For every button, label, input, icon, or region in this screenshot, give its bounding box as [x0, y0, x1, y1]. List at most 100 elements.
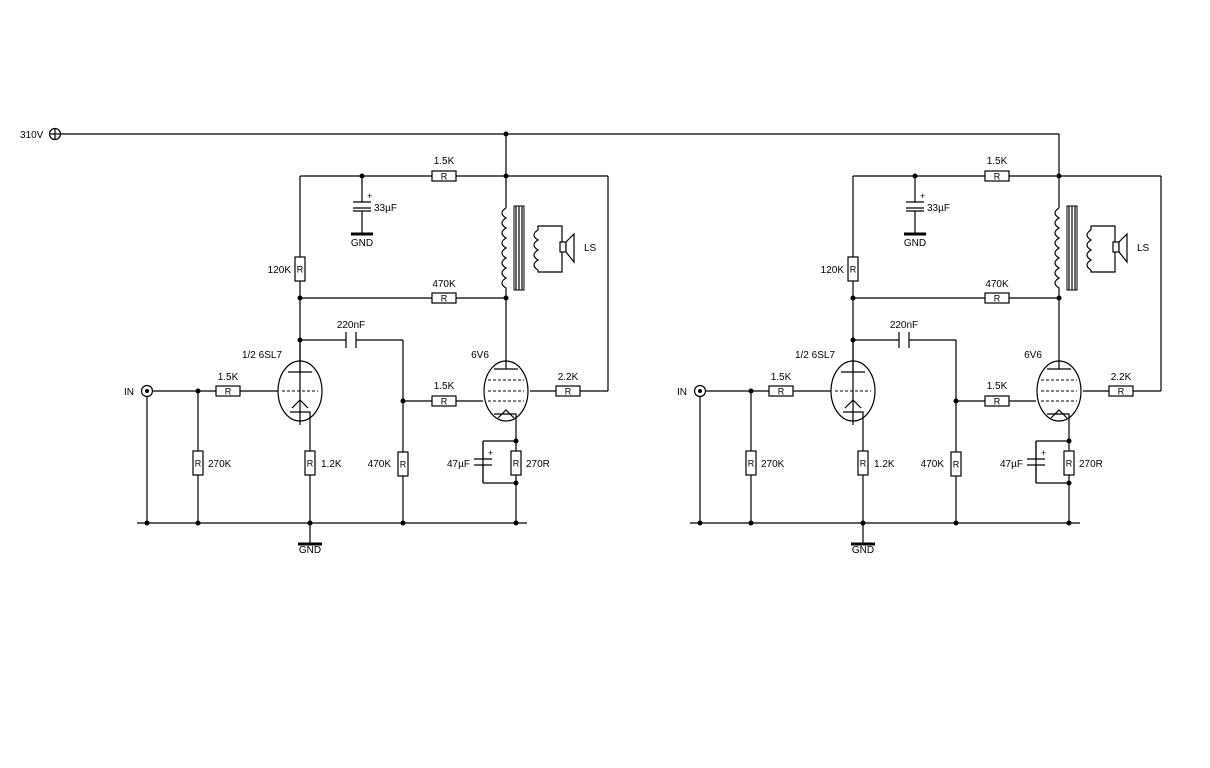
resistor-grid2 — [950, 451, 962, 477]
capacitor-coupling-label: 220nF — [890, 320, 918, 331]
resistor-feedback-label: 470K — [432, 279, 456, 290]
resistor-cathode1-label: 1.2K — [874, 459, 895, 470]
junction-dot — [748, 520, 754, 526]
capacitor-coupling-label: 220nF — [337, 320, 365, 331]
resistor-plate1 — [847, 256, 859, 282]
resistor-grid-stop — [984, 395, 1010, 407]
junction-dot — [1056, 295, 1062, 301]
resistor-cathode1-symbol: R — [860, 459, 867, 469]
junction-dot — [748, 388, 754, 394]
resistor-decouple-symbol: R — [994, 172, 1001, 182]
resistor-plate1-symbol: R — [850, 265, 857, 275]
resistor-input-series-label: 1.5K — [218, 372, 239, 383]
wire — [1090, 252, 1116, 273]
input-jack[interactable] — [693, 384, 707, 398]
ground-label: GND — [351, 238, 373, 249]
junction-dot — [307, 520, 313, 526]
resistor-input-series-symbol: R — [778, 387, 785, 397]
input-jack-center — [698, 389, 702, 393]
tube1-label: 1/2 6SL7 — [795, 350, 835, 361]
input-label: IN — [124, 387, 134, 398]
resistor-grid2-symbol: R — [400, 460, 407, 470]
resistor-input-series — [215, 385, 241, 397]
wire — [537, 252, 563, 273]
junction-dot — [953, 520, 959, 526]
resistor-plate1-label: 120K — [268, 265, 292, 276]
resistor-grid2 — [397, 451, 409, 477]
tube1-cathode — [843, 411, 864, 420]
speaker-cone — [1118, 232, 1128, 264]
resistor-cathode2 — [510, 450, 522, 476]
tube2-heater — [1050, 409, 1068, 419]
tube1-heater — [291, 399, 309, 409]
resistor-decouple-label: 1.5K — [987, 156, 1008, 167]
input-label: IN — [677, 387, 687, 398]
junction-dot — [953, 398, 959, 404]
resistor-input-shunt-symbol: R — [748, 459, 755, 469]
resistor-feedback-symbol: R — [994, 294, 1001, 304]
resistor-grid-stop-symbol: R — [994, 397, 1001, 407]
transformer-secondary — [533, 229, 540, 271]
resistor-plate1-symbol: R — [297, 265, 304, 275]
resistor-decouple — [431, 170, 457, 182]
resistor-feedback-symbol: R — [441, 294, 448, 304]
resistor-feedback-label: 470K — [985, 279, 1009, 290]
capacitor-plus: + — [1041, 448, 1046, 458]
input-jack[interactable] — [140, 384, 154, 398]
junction-dot — [400, 398, 406, 404]
resistor-plate1 — [294, 256, 306, 282]
resistor-decouple-symbol: R — [441, 172, 448, 182]
input-jack-center — [145, 389, 149, 393]
junction-dot — [697, 520, 703, 526]
capacitor-cathode-label: 47µF — [1000, 459, 1023, 470]
resistor-screen-symbol: R — [565, 387, 572, 397]
supply-terminal — [48, 127, 62, 141]
resistor-screen-label: 2.2K — [558, 372, 579, 383]
resistor-input-series-label: 1.5K — [771, 372, 792, 383]
wire — [537, 225, 563, 242]
resistor-input-shunt-symbol: R — [195, 459, 202, 469]
resistor-decouple-label: 1.5K — [434, 156, 455, 167]
resistor-cathode2 — [1063, 450, 1075, 476]
resistor-input-shunt — [192, 450, 204, 476]
resistor-cathode2-symbol: R — [1066, 459, 1073, 469]
tube2-heater — [497, 409, 515, 419]
junction-dot — [513, 480, 519, 486]
resistor-grid-stop-label: 1.5K — [987, 381, 1008, 392]
resistor-input-shunt — [745, 450, 757, 476]
junction-dot — [860, 520, 866, 526]
resistor-feedback — [984, 292, 1010, 304]
resistor-grid2-label: 470K — [368, 459, 392, 470]
tube2-envelope — [483, 360, 529, 422]
speaker-label: LS — [1137, 243, 1150, 254]
supply-label: 310V — [20, 130, 44, 141]
junction-dot — [195, 520, 201, 526]
tube2-envelope — [1036, 360, 1082, 422]
resistor-cathode2-label: 270R — [1079, 459, 1103, 470]
resistor-screen — [1108, 385, 1134, 397]
junction-dot — [1066, 438, 1072, 444]
junction-dot — [195, 388, 201, 394]
resistor-cathode1-label: 1.2K — [321, 459, 342, 470]
tube2-cathode — [494, 413, 517, 420]
transformer-primary — [501, 207, 508, 289]
tube1-cathode — [290, 411, 311, 420]
junction-dot — [1066, 480, 1072, 486]
capacitor-decouple-label: 33µF — [927, 203, 950, 214]
resistor-screen-symbol: R — [1118, 387, 1125, 397]
tube2-label: 6V6 — [471, 350, 489, 361]
transformer-primary — [1054, 207, 1061, 289]
resistor-decouple — [984, 170, 1010, 182]
resistor-input-shunt-label: 270K — [761, 459, 785, 470]
transformer-secondary — [1086, 229, 1093, 271]
wire — [1090, 225, 1116, 242]
tube2-cathode — [1047, 413, 1070, 420]
junction-dot — [513, 438, 519, 444]
speaker-label: LS — [584, 243, 597, 254]
resistor-input-series — [768, 385, 794, 397]
resistor-input-shunt-label: 270K — [208, 459, 232, 470]
